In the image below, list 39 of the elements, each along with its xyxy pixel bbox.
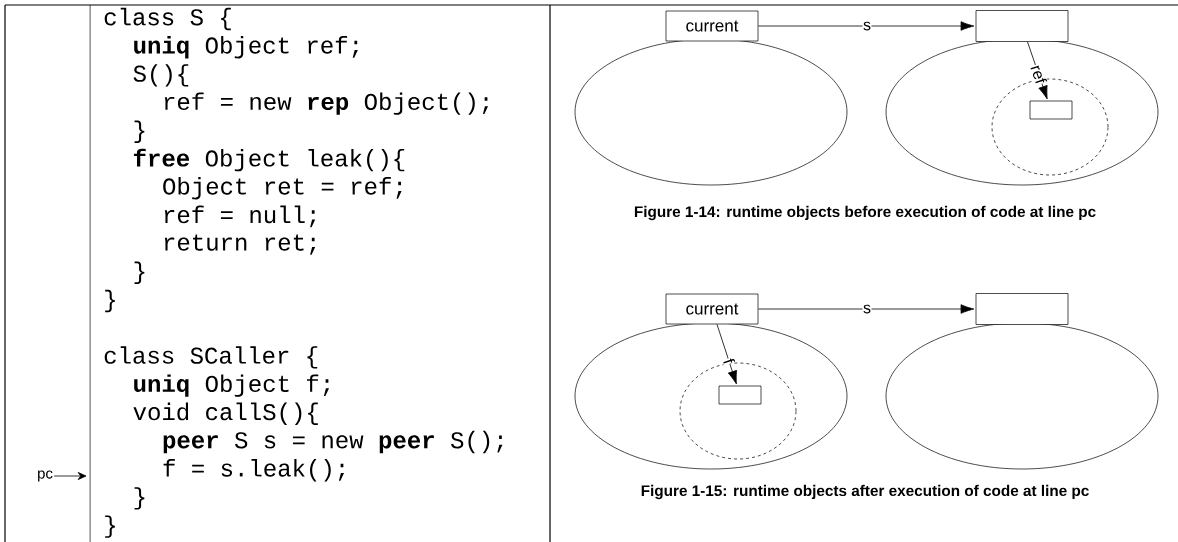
object-box	[1029, 100, 1073, 120]
arrow	[757, 21, 975, 31]
object-box	[975, 293, 1069, 325]
code-line: free Object leak(){	[133, 148, 405, 172]
arrow	[1027, 41, 1048, 100]
code-line: class S {	[104, 7, 231, 31]
code-line: uniq Object f;	[134, 374, 329, 397]
object-box	[718, 385, 762, 405]
edge-label: s	[862, 21, 872, 31]
code-line: peer S s = new peer S();	[163, 430, 503, 454]
code-line: uniq Object ref;	[134, 36, 358, 59]
object-box	[975, 10, 1069, 42]
code-line: f = s.leak();	[163, 459, 344, 482]
code-line: }	[134, 261, 145, 284]
code-line: S(){	[133, 64, 189, 87]
heap-ellipse	[574, 322, 848, 470]
edge-label: ref	[1029, 62, 1048, 86]
code-line: ref = new rep Object();	[164, 92, 489, 115]
figure-caption: Figure 1-15: runtime objects after execution of code at line pc	[641, 484, 1089, 500]
code-line: }	[134, 487, 145, 510]
arrow	[757, 304, 975, 314]
code-line: class SCaller {	[104, 346, 318, 369]
code-line: }	[105, 289, 115, 313]
code-line: }	[134, 120, 145, 143]
pointer-label: pc	[38, 470, 53, 482]
arrow	[716, 323, 737, 385]
figure-caption: Figure 1-14: runtime objects before execution of code at line pc	[634, 205, 1096, 221]
code-line: Object ret = ref;	[163, 177, 402, 200]
arrow	[53, 472, 87, 480]
code-line: ref = null;	[164, 205, 316, 228]
code-line: }	[105, 515, 115, 538]
object-box: current	[665, 293, 759, 325]
code-line: return ret;	[164, 234, 316, 255]
object-box: current	[665, 10, 759, 42]
code-line: void callS(){	[133, 402, 318, 425]
ownership-circle	[679, 362, 797, 460]
edge-label: f	[722, 356, 736, 366]
heap-ellipse	[885, 322, 1159, 470]
edge-label: s	[862, 304, 872, 314]
